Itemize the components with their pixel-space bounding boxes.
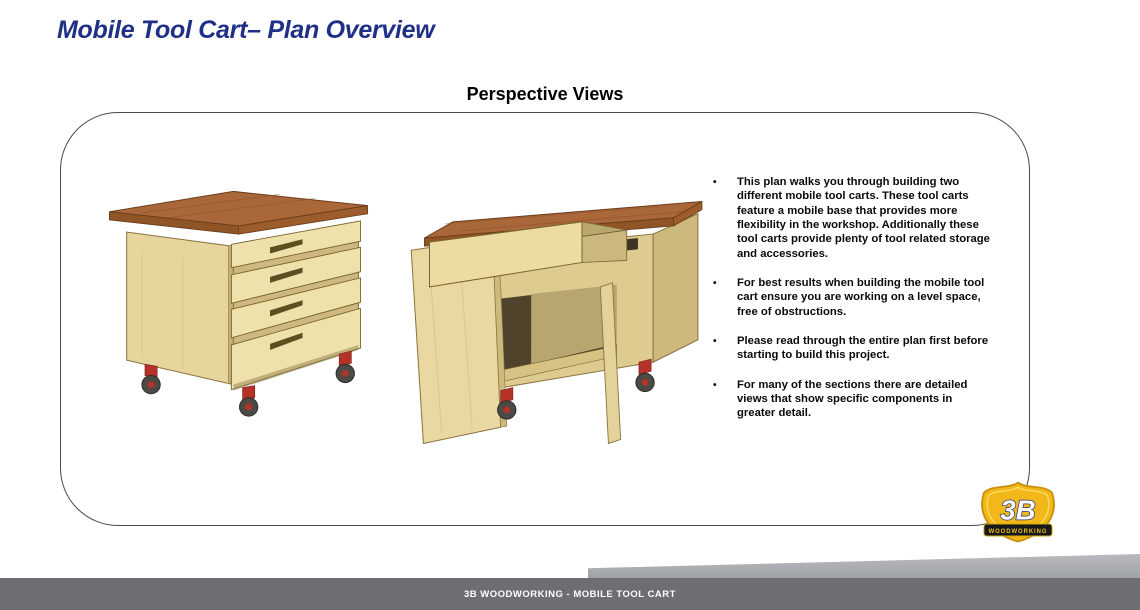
- content-panel: • This plan walks you through building t…: [60, 112, 1030, 526]
- cart1-drawer1-handle-cutout: [270, 239, 303, 254]
- logo-text: 3B: [1000, 494, 1035, 525]
- bullet-glyph: •: [713, 177, 717, 188]
- cart2-casters: [497, 358, 655, 420]
- logo-subtext: WOODWORKING: [989, 529, 1048, 535]
- illustration-cart-open-drawer-door: [410, 200, 703, 445]
- brand-logo: 3B WOODWORKING: [972, 480, 1064, 546]
- overview-bullet-list: • This plan walks you through building t…: [713, 175, 991, 436]
- bullet-glyph: •: [713, 336, 717, 348]
- bullet-text: Please read through the entire plan firs…: [737, 335, 989, 362]
- cart1-drawer3-handle-cutout: [270, 300, 303, 317]
- bullet-item: • This plan walks you through building t…: [713, 175, 991, 261]
- footer-text: 3B WOODWORKING - MOBILE TOOL CART: [464, 588, 676, 600]
- cart1-side-panel: [126, 231, 234, 386]
- footer-accent-strip: [588, 554, 1140, 580]
- illustration-cart-closed-drawers: [108, 190, 369, 417]
- bullet-glyph: •: [713, 379, 717, 391]
- cart2-open-door: [410, 237, 508, 445]
- cart1-top-slab: [108, 190, 369, 235]
- cart1-drawer2-handle-cutout: [270, 267, 303, 283]
- bullet-text: For many of the sections there are detai…: [737, 378, 968, 420]
- cart2-door-edge-panel: [599, 282, 622, 445]
- bullet-item: • For many of the sections there are det…: [713, 378, 991, 421]
- bullet-glyph: •: [713, 278, 717, 290]
- logo-shield-icon: 3B WOODWORKING: [981, 481, 1055, 543]
- cart1-drawers: [230, 220, 361, 391]
- bullet-text: For best results when building the mobil…: [737, 277, 985, 318]
- cart1-casters: [141, 350, 355, 417]
- page-title: Mobile Tool Cart– Plan Overview: [57, 16, 435, 44]
- bullet-item: • Please read through the entire plan fi…: [713, 334, 991, 363]
- cart1-drawer4-handle-cutout: [270, 332, 303, 351]
- cart2-open-drawer: [428, 221, 628, 288]
- bullet-item: • For best results when building the mob…: [713, 276, 991, 319]
- bullet-text: This plan walks you through building two…: [737, 176, 990, 260]
- footer-bar: 3B WOODWORKING - MOBILE TOOL CART: [0, 578, 1140, 610]
- section-heading: Perspective Views: [466, 84, 624, 104]
